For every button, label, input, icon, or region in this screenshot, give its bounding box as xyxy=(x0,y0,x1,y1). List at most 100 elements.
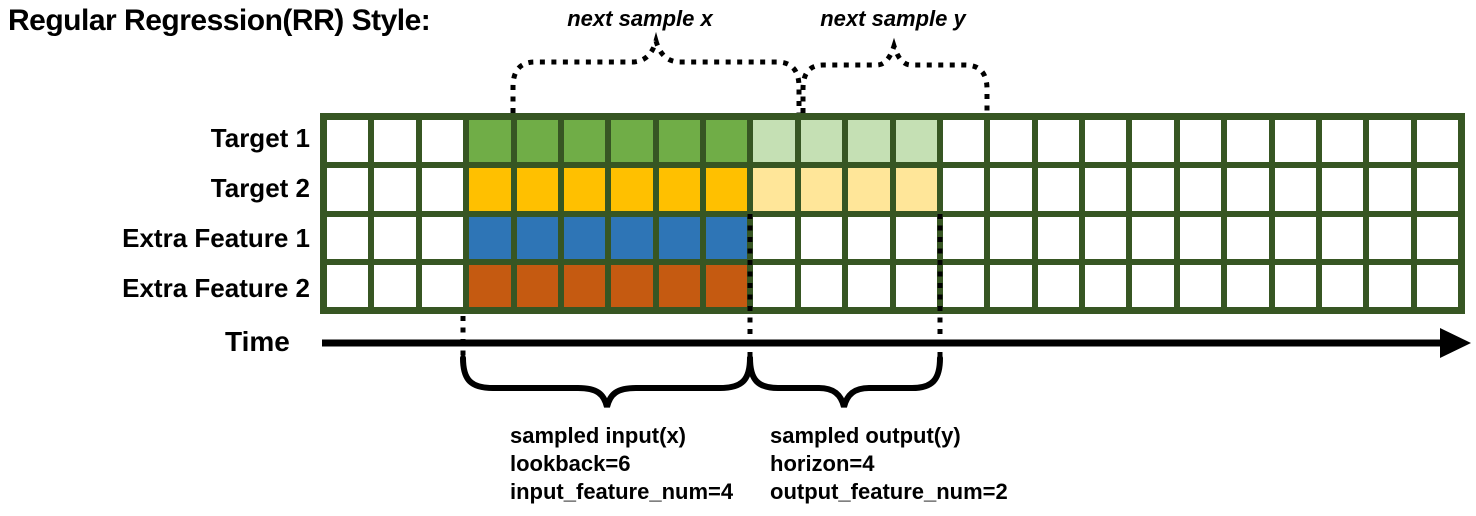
grid-cell xyxy=(611,216,653,259)
grid-cell xyxy=(374,120,416,163)
time-axis-arrowhead xyxy=(1440,328,1471,358)
grid-cell xyxy=(469,120,511,163)
grid-cell xyxy=(1085,120,1127,163)
grid-cell xyxy=(1274,264,1316,307)
grid-cell xyxy=(1132,264,1174,307)
grid-cell xyxy=(1179,216,1222,259)
grid-cell xyxy=(942,168,985,211)
horizon-value: horizon=4 xyxy=(770,451,875,476)
grid-cell xyxy=(800,264,843,307)
grid-cell xyxy=(1085,168,1127,211)
grid-cell xyxy=(1321,264,1364,307)
grid-cell xyxy=(1179,264,1222,307)
next-sample-y-label: next sample y xyxy=(820,6,966,31)
grid-cell xyxy=(1037,264,1079,307)
grid-cell xyxy=(990,168,1032,211)
grid-cell xyxy=(1179,120,1222,163)
sampled-input-callout: sampled input(x) lookback=6 input_featur… xyxy=(510,422,733,506)
grid-cell xyxy=(469,168,511,211)
grid-cell xyxy=(374,216,416,259)
grid-cell xyxy=(848,168,890,211)
grid-cell xyxy=(611,120,653,163)
grid-cell xyxy=(374,264,416,307)
grid-cell xyxy=(990,264,1032,307)
grid-cell xyxy=(800,216,843,259)
grid-cell xyxy=(706,120,748,163)
grid-cell xyxy=(895,168,937,211)
grid-cell xyxy=(611,168,653,211)
grid-cell xyxy=(706,168,748,211)
grid-cell xyxy=(800,120,843,163)
grid-cell xyxy=(327,120,369,163)
sampled-input-title: sampled input(x) xyxy=(510,423,687,448)
grid-cell xyxy=(469,264,511,307)
time-axis-label: Time xyxy=(225,326,290,357)
grid-cell xyxy=(895,120,937,163)
grid-cell xyxy=(1227,120,1269,163)
output-feature-num-value: output_feature_num=2 xyxy=(770,479,1008,504)
grid-cell xyxy=(421,168,464,211)
sampled-output-title: sampled output(y) xyxy=(770,423,961,448)
grid-cell xyxy=(469,216,511,259)
grid-cell xyxy=(1321,216,1364,259)
grid-cell xyxy=(1037,216,1079,259)
grid-cell xyxy=(990,120,1032,163)
grid-cell xyxy=(942,216,985,259)
grid-cell xyxy=(1416,264,1458,307)
grid-cell xyxy=(1227,168,1269,211)
grid-cell xyxy=(1037,168,1079,211)
grid-cell xyxy=(895,264,937,307)
next-sample-x-label: next sample x xyxy=(567,6,713,31)
sample-grid xyxy=(320,113,1465,314)
grid-cell xyxy=(706,264,748,307)
grid-cell xyxy=(1227,216,1269,259)
sampled-input-brace xyxy=(460,355,753,408)
grid-cell xyxy=(1416,168,1458,211)
grid-cell xyxy=(895,216,937,259)
lookback-value: lookback=6 xyxy=(510,451,631,476)
grid-cell xyxy=(1369,120,1411,163)
grid-cell xyxy=(753,120,795,163)
grid-cell xyxy=(563,120,606,163)
grid-cell xyxy=(658,120,700,163)
grid-cell xyxy=(1274,168,1316,211)
row-label-extra-feature-1: Extra Feature 1 xyxy=(122,223,310,254)
grid-cell xyxy=(611,264,653,307)
input-feature-num-value: input_feature_num=4 xyxy=(510,479,734,504)
grid-cell xyxy=(516,216,558,259)
grid-cell xyxy=(1132,168,1174,211)
grid-cell xyxy=(1132,120,1174,163)
grid-cell xyxy=(421,216,464,259)
grid-cell xyxy=(1132,216,1174,259)
grid-cell xyxy=(516,168,558,211)
grid-cell xyxy=(706,216,748,259)
grid-cell xyxy=(1274,216,1316,259)
grid-cell xyxy=(421,120,464,163)
grid-cell xyxy=(658,168,700,211)
grid-cell xyxy=(1416,216,1458,259)
row-label-target-2: Target 2 xyxy=(210,172,310,203)
grid-cell xyxy=(658,264,700,307)
grid-cell xyxy=(1179,168,1222,211)
diagram-title: Regular Regression(RR) Style: xyxy=(8,4,431,37)
sampled-output-brace xyxy=(747,355,943,408)
grid-cell xyxy=(942,264,985,307)
grid-cell xyxy=(753,168,795,211)
grid-cell xyxy=(1369,168,1411,211)
grid-cell xyxy=(1227,264,1269,307)
grid-cell xyxy=(1321,168,1364,211)
grid-cell xyxy=(753,264,795,307)
grid-cell xyxy=(421,264,464,307)
grid-cell xyxy=(1369,216,1411,259)
next-sample-x-brace xyxy=(510,31,802,113)
grid-cell xyxy=(1369,264,1411,307)
grid-cell xyxy=(658,216,700,259)
grid-cell xyxy=(327,264,369,307)
grid-cell xyxy=(327,168,369,211)
grid-cell xyxy=(1037,120,1079,163)
grid-cell xyxy=(1321,120,1364,163)
sampled-output-callout: sampled output(y) horizon=4 output_featu… xyxy=(770,422,1008,506)
grid-cell xyxy=(1085,216,1127,259)
grid-cell xyxy=(800,168,843,211)
